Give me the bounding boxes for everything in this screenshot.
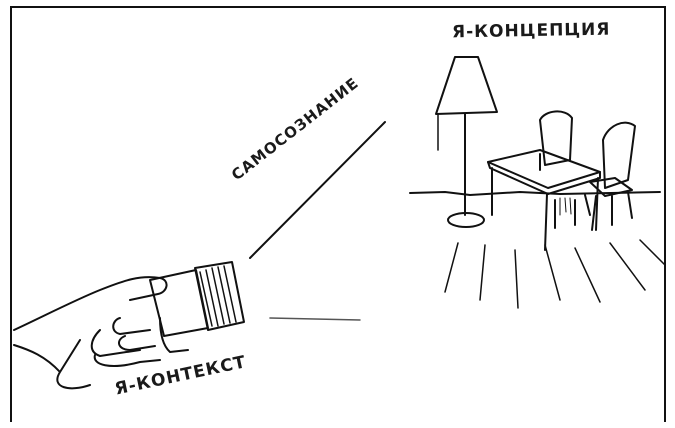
- self-concept-label: Я-КОНЦЕПЦИЯ: [452, 20, 611, 43]
- floor-lamp: [436, 57, 497, 227]
- lamp-base: [448, 213, 484, 227]
- floor-plank-lines: [445, 240, 665, 308]
- chair-left-back: [540, 111, 572, 165]
- chair-left: [540, 111, 590, 228]
- chair-left-strokes: [560, 198, 571, 215]
- light-beam-line: [270, 318, 360, 320]
- room-scene: [410, 57, 665, 308]
- lamp-shade: [436, 57, 497, 114]
- flashlight-body: [150, 270, 208, 336]
- fingers: [113, 318, 188, 352]
- hand-outline: [14, 277, 167, 388]
- table-legs: [492, 154, 598, 250]
